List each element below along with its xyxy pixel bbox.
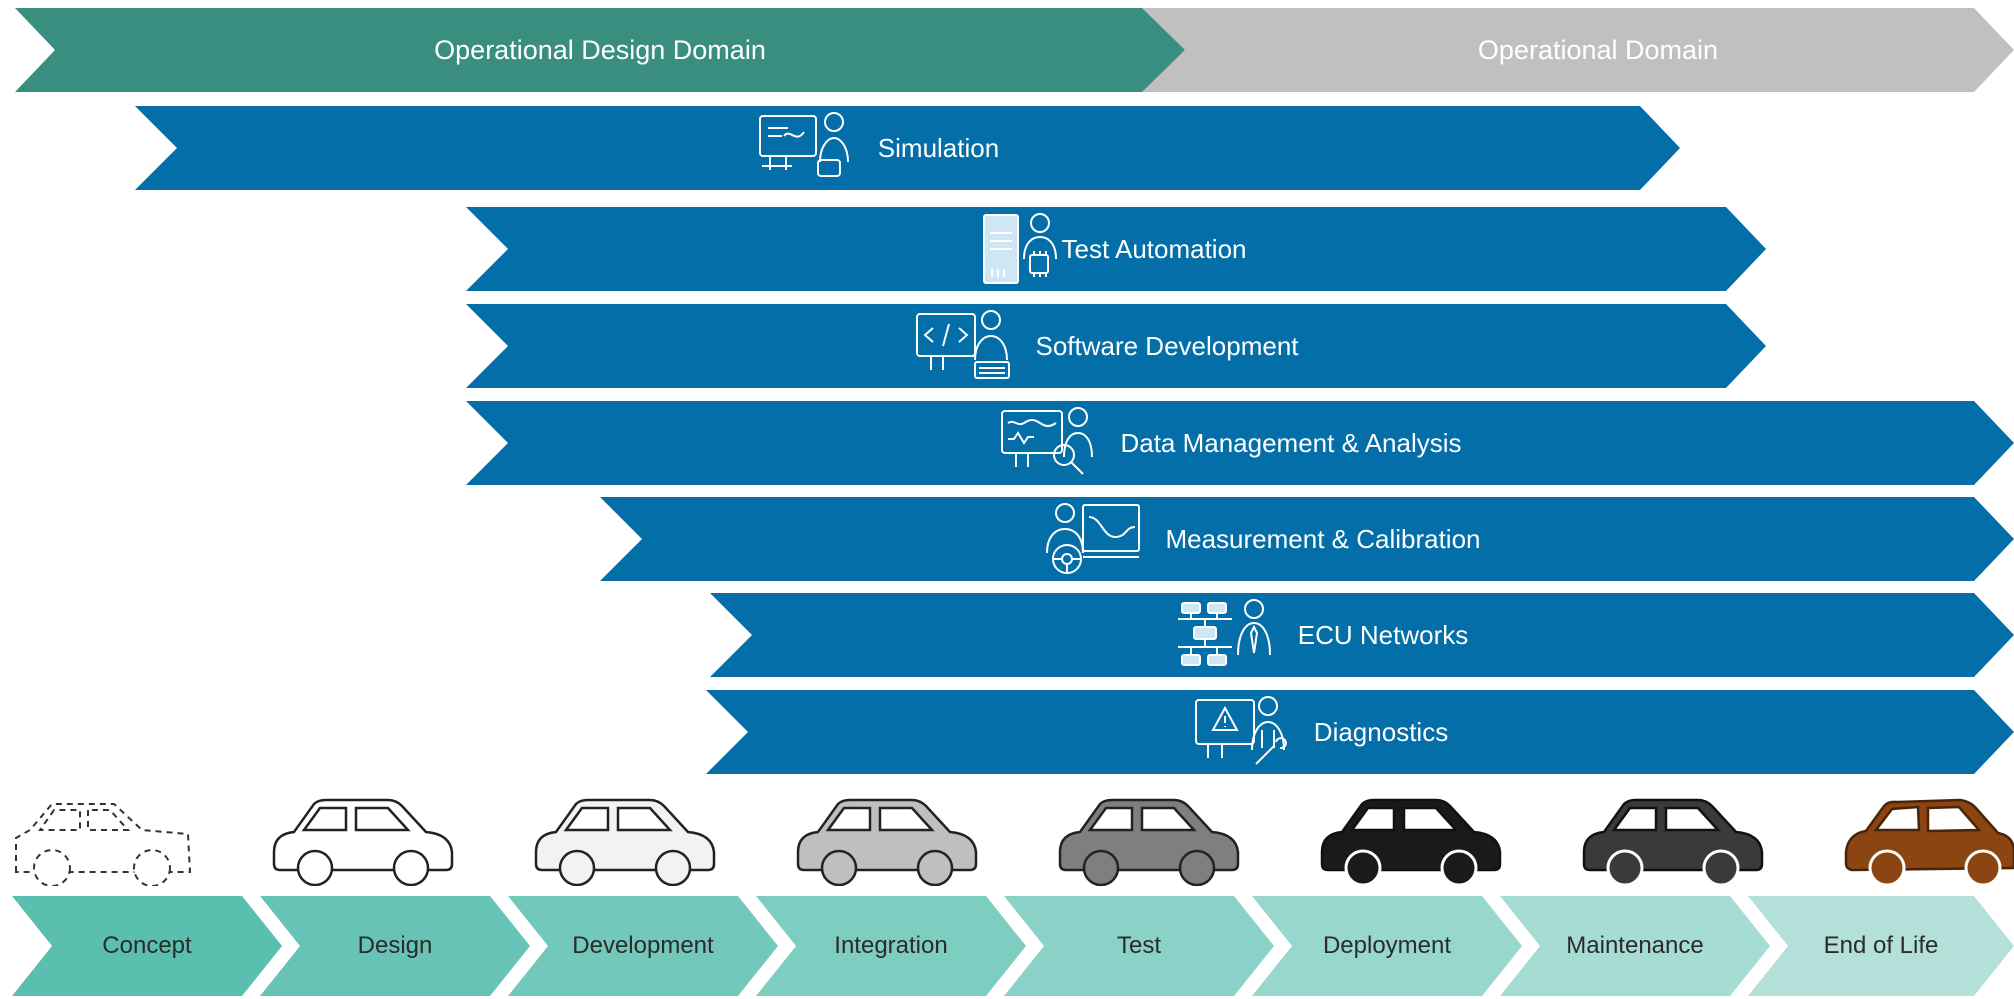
car-end-of-life — [1844, 798, 2014, 886]
measurement-calibration-icon — [1046, 503, 1141, 574]
car-development — [534, 798, 716, 886]
band-ecu-networks: ECU Networks — [710, 593, 2014, 677]
operational-domain-label: Operational Domain — [1477, 34, 1719, 65]
stage-development: Development — [508, 896, 778, 996]
operational-design-domain-label: Operational Design Domain — [434, 34, 766, 65]
data-analysis-icon — [1001, 407, 1094, 475]
band-measurement-calibration: Measurement & Calibration — [600, 497, 2014, 581]
diagnostics-icon — [1194, 696, 1287, 765]
car-integration — [796, 798, 978, 886]
car-maintenance — [1582, 798, 1764, 886]
band-software-development: Software Development — [466, 304, 1766, 388]
band-label-test-automation: Test Automation — [1061, 233, 1247, 264]
band-label-simulation: Simulation — [877, 132, 1000, 163]
band-label-data-management-analysis: Data Management & Analysis — [1120, 427, 1462, 458]
stage-label-end-of-life: End of Life — [1823, 932, 1939, 959]
stage-maintenance: Maintenance — [1500, 896, 1770, 996]
car-concept — [15, 803, 192, 886]
stage-label-deployment: Deployment — [1322, 932, 1452, 959]
band-label-measurement-calibration: Measurement & Calibration — [1165, 523, 1481, 554]
stage-label-test: Test — [1116, 932, 1161, 959]
stage-label-design: Design — [357, 932, 433, 959]
band-diagnostics: Diagnostics — [706, 690, 2014, 774]
band-simulation: Simulation — [135, 106, 1680, 190]
stage-deployment: Deployment — [1252, 896, 1522, 996]
operational-design-domain-chevron: Operational Design Domain — [15, 8, 1185, 92]
ecu-network-icon — [1177, 599, 1271, 666]
band-label-diagnostics: Diagnostics — [1313, 716, 1449, 747]
test-automation-server-icon — [982, 213, 1057, 284]
stage-test: Test — [1004, 896, 1274, 996]
stage-label-development: Development — [572, 932, 714, 959]
band-data-management-analysis: Data Management & Analysis — [466, 401, 2014, 485]
car-deployment — [1320, 798, 1502, 886]
software-developer-icon — [916, 310, 1011, 379]
stage-integration: Integration — [756, 896, 1026, 996]
band-label-ecu-networks: ECU Networks — [1297, 619, 1469, 650]
stage-label-concept: Concept — [102, 932, 192, 959]
car-test — [1058, 798, 1240, 886]
stage-end-of-life: End of Life — [1748, 896, 2014, 996]
stage-label-integration: Integration — [834, 932, 948, 959]
stage-label-maintenance: Maintenance — [1566, 932, 1704, 959]
band-label-software-development: Software Development — [1035, 330, 1299, 361]
operational-domain-chevron: Operational Domain — [1142, 8, 2014, 92]
band-test-automation: Test Automation — [466, 207, 1766, 291]
stage-design: Design — [260, 896, 530, 996]
car-design — [272, 798, 454, 886]
stage-concept: Concept — [12, 896, 282, 996]
simulation-engineer-icon — [758, 112, 849, 177]
